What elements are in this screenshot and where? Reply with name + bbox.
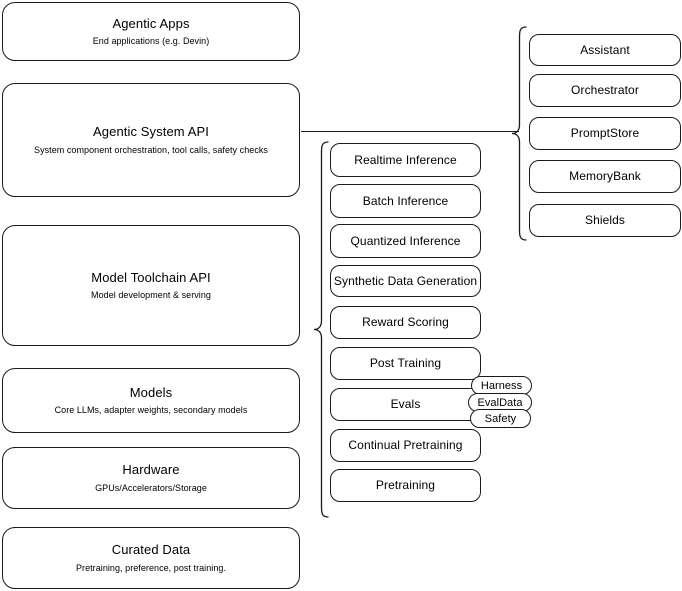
system-component-assistant[interactable]: Assistant [529, 34, 681, 66]
layer-title: Curated Data [111, 542, 191, 558]
toolchain-item-synthetic-data-generation[interactable]: Synthetic Data Generation [330, 265, 481, 297]
toolchain-item-batch-inference[interactable]: Batch Inference [330, 184, 481, 218]
connector-system-api-to-components [301, 131, 519, 133]
brace-toolchain-capabilities [313, 141, 329, 519]
system-component-shields[interactable]: Shields [529, 204, 681, 237]
layer-subtitle: End applications (e.g. Devin) [92, 36, 210, 46]
layer-curated-data[interactable]: Curated Data Pretraining, preference, po… [2, 527, 300, 589]
evals-subitem-label: Safety [484, 412, 517, 425]
toolchain-item-label: Pretraining [375, 478, 436, 492]
toolchain-item-label: Quantized Inference [350, 233, 461, 248]
toolchain-item-post-training[interactable]: Post Training [330, 347, 481, 380]
system-component-orchestrator[interactable]: Orchestrator [529, 74, 681, 107]
brace-system-components [511, 26, 527, 242]
system-component-label: PromptStore [570, 126, 640, 140]
layer-title: Model Toolchain API [91, 269, 211, 285]
layer-title: Models [129, 384, 173, 400]
layer-subtitle: System component orchestration, tool cal… [34, 144, 268, 155]
toolchain-item-continual-pretraining[interactable]: Continual Pretraining [330, 429, 481, 462]
layer-title: Agentic Apps [112, 15, 190, 31]
layer-models[interactable]: Models Core LLMs, adapter weights, secon… [2, 368, 300, 433]
toolchain-item-realtime-inference[interactable]: Realtime Inference [330, 143, 481, 177]
toolchain-item-pretraining[interactable]: Pretraining [330, 469, 481, 502]
layer-agentic-system-api[interactable]: Agentic System API System component orch… [2, 83, 300, 197]
layer-model-toolchain-api[interactable]: Model Toolchain API Model development & … [2, 225, 300, 346]
system-component-label: MemoryBank [569, 169, 641, 183]
toolchain-item-evals[interactable]: Evals [330, 388, 481, 421]
system-component-promptstore[interactable]: PromptStore [529, 117, 681, 150]
toolchain-item-label: Synthetic Data Generation [333, 273, 478, 288]
layer-subtitle: Pretraining, preference, post training. [75, 562, 227, 573]
evals-subitem-evaldata[interactable]: EvalData [468, 393, 532, 412]
evals-subitem-safety[interactable]: Safety [470, 409, 531, 428]
system-component-label: Orchestrator [571, 83, 639, 97]
toolchain-item-label: Continual Pretraining [348, 438, 463, 452]
toolchain-item-label: Realtime Inference [354, 152, 457, 167]
system-component-label: Shields [584, 213, 626, 227]
toolchain-item-label: Reward Scoring [362, 315, 449, 329]
system-component-label: Assistant [580, 42, 630, 57]
toolchain-item-reward-scoring[interactable]: Reward Scoring [330, 306, 481, 339]
layer-subtitle: Model development & serving [91, 290, 211, 300]
system-component-memorybank[interactable]: MemoryBank [529, 160, 681, 193]
layer-hardware[interactable]: Hardware GPUs/Accelerators/Storage [2, 447, 300, 509]
layer-title: Hardware [122, 462, 180, 478]
toolchain-item-label: Post Training [369, 356, 442, 370]
layer-agentic-apps[interactable]: Agentic Apps End applications (e.g. Devi… [2, 2, 300, 61]
toolchain-item-label: Batch Inference [362, 193, 449, 208]
layer-subtitle: GPUs/Accelerators/Storage [95, 482, 207, 493]
layer-title: Agentic System API [93, 124, 209, 140]
evals-subitem-label: Harness [480, 379, 523, 392]
toolchain-item-label: Evals [390, 397, 421, 411]
toolchain-item-quantized-inference[interactable]: Quantized Inference [330, 224, 481, 258]
layer-subtitle: Core LLMs, adapter weights, secondary mo… [54, 405, 248, 415]
evals-subitem-label: EvalData [477, 396, 523, 409]
